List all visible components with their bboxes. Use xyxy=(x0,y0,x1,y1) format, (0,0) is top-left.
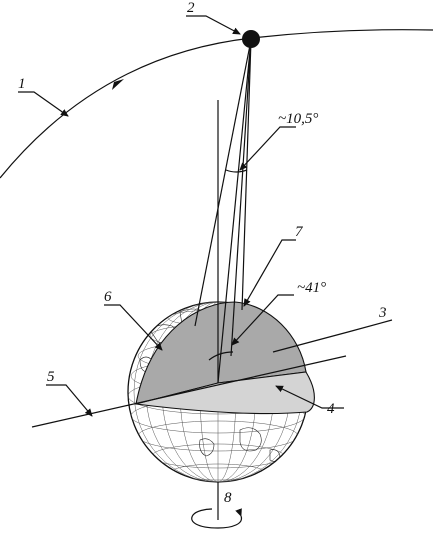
section-angle-arc xyxy=(208,351,234,361)
label-section-4: 4 xyxy=(327,401,335,417)
label-satellite: 2 xyxy=(187,0,195,16)
globe xyxy=(127,301,315,483)
beam-lines xyxy=(194,39,252,384)
equator-axis-line xyxy=(31,355,347,428)
label-7: 7 xyxy=(295,224,304,240)
beam-angle-arc xyxy=(225,169,248,173)
satellite xyxy=(242,30,260,48)
rotation-arrow xyxy=(191,508,243,529)
label-6: 6 xyxy=(104,289,112,305)
section-light-plane xyxy=(135,371,315,415)
label-rotation-axis-8: 8 xyxy=(224,490,232,506)
label-beam-angle: ~10,5° xyxy=(278,111,318,127)
orbit-direction-arrow xyxy=(112,79,124,90)
label-section-angle: ~41° xyxy=(297,280,326,296)
label-section-3: 3 xyxy=(378,305,387,321)
orbit-curve xyxy=(0,29,433,179)
label-orbit: 1 xyxy=(18,76,26,92)
leader-lines xyxy=(18,15,393,417)
label-equator-5: 5 xyxy=(47,369,55,385)
